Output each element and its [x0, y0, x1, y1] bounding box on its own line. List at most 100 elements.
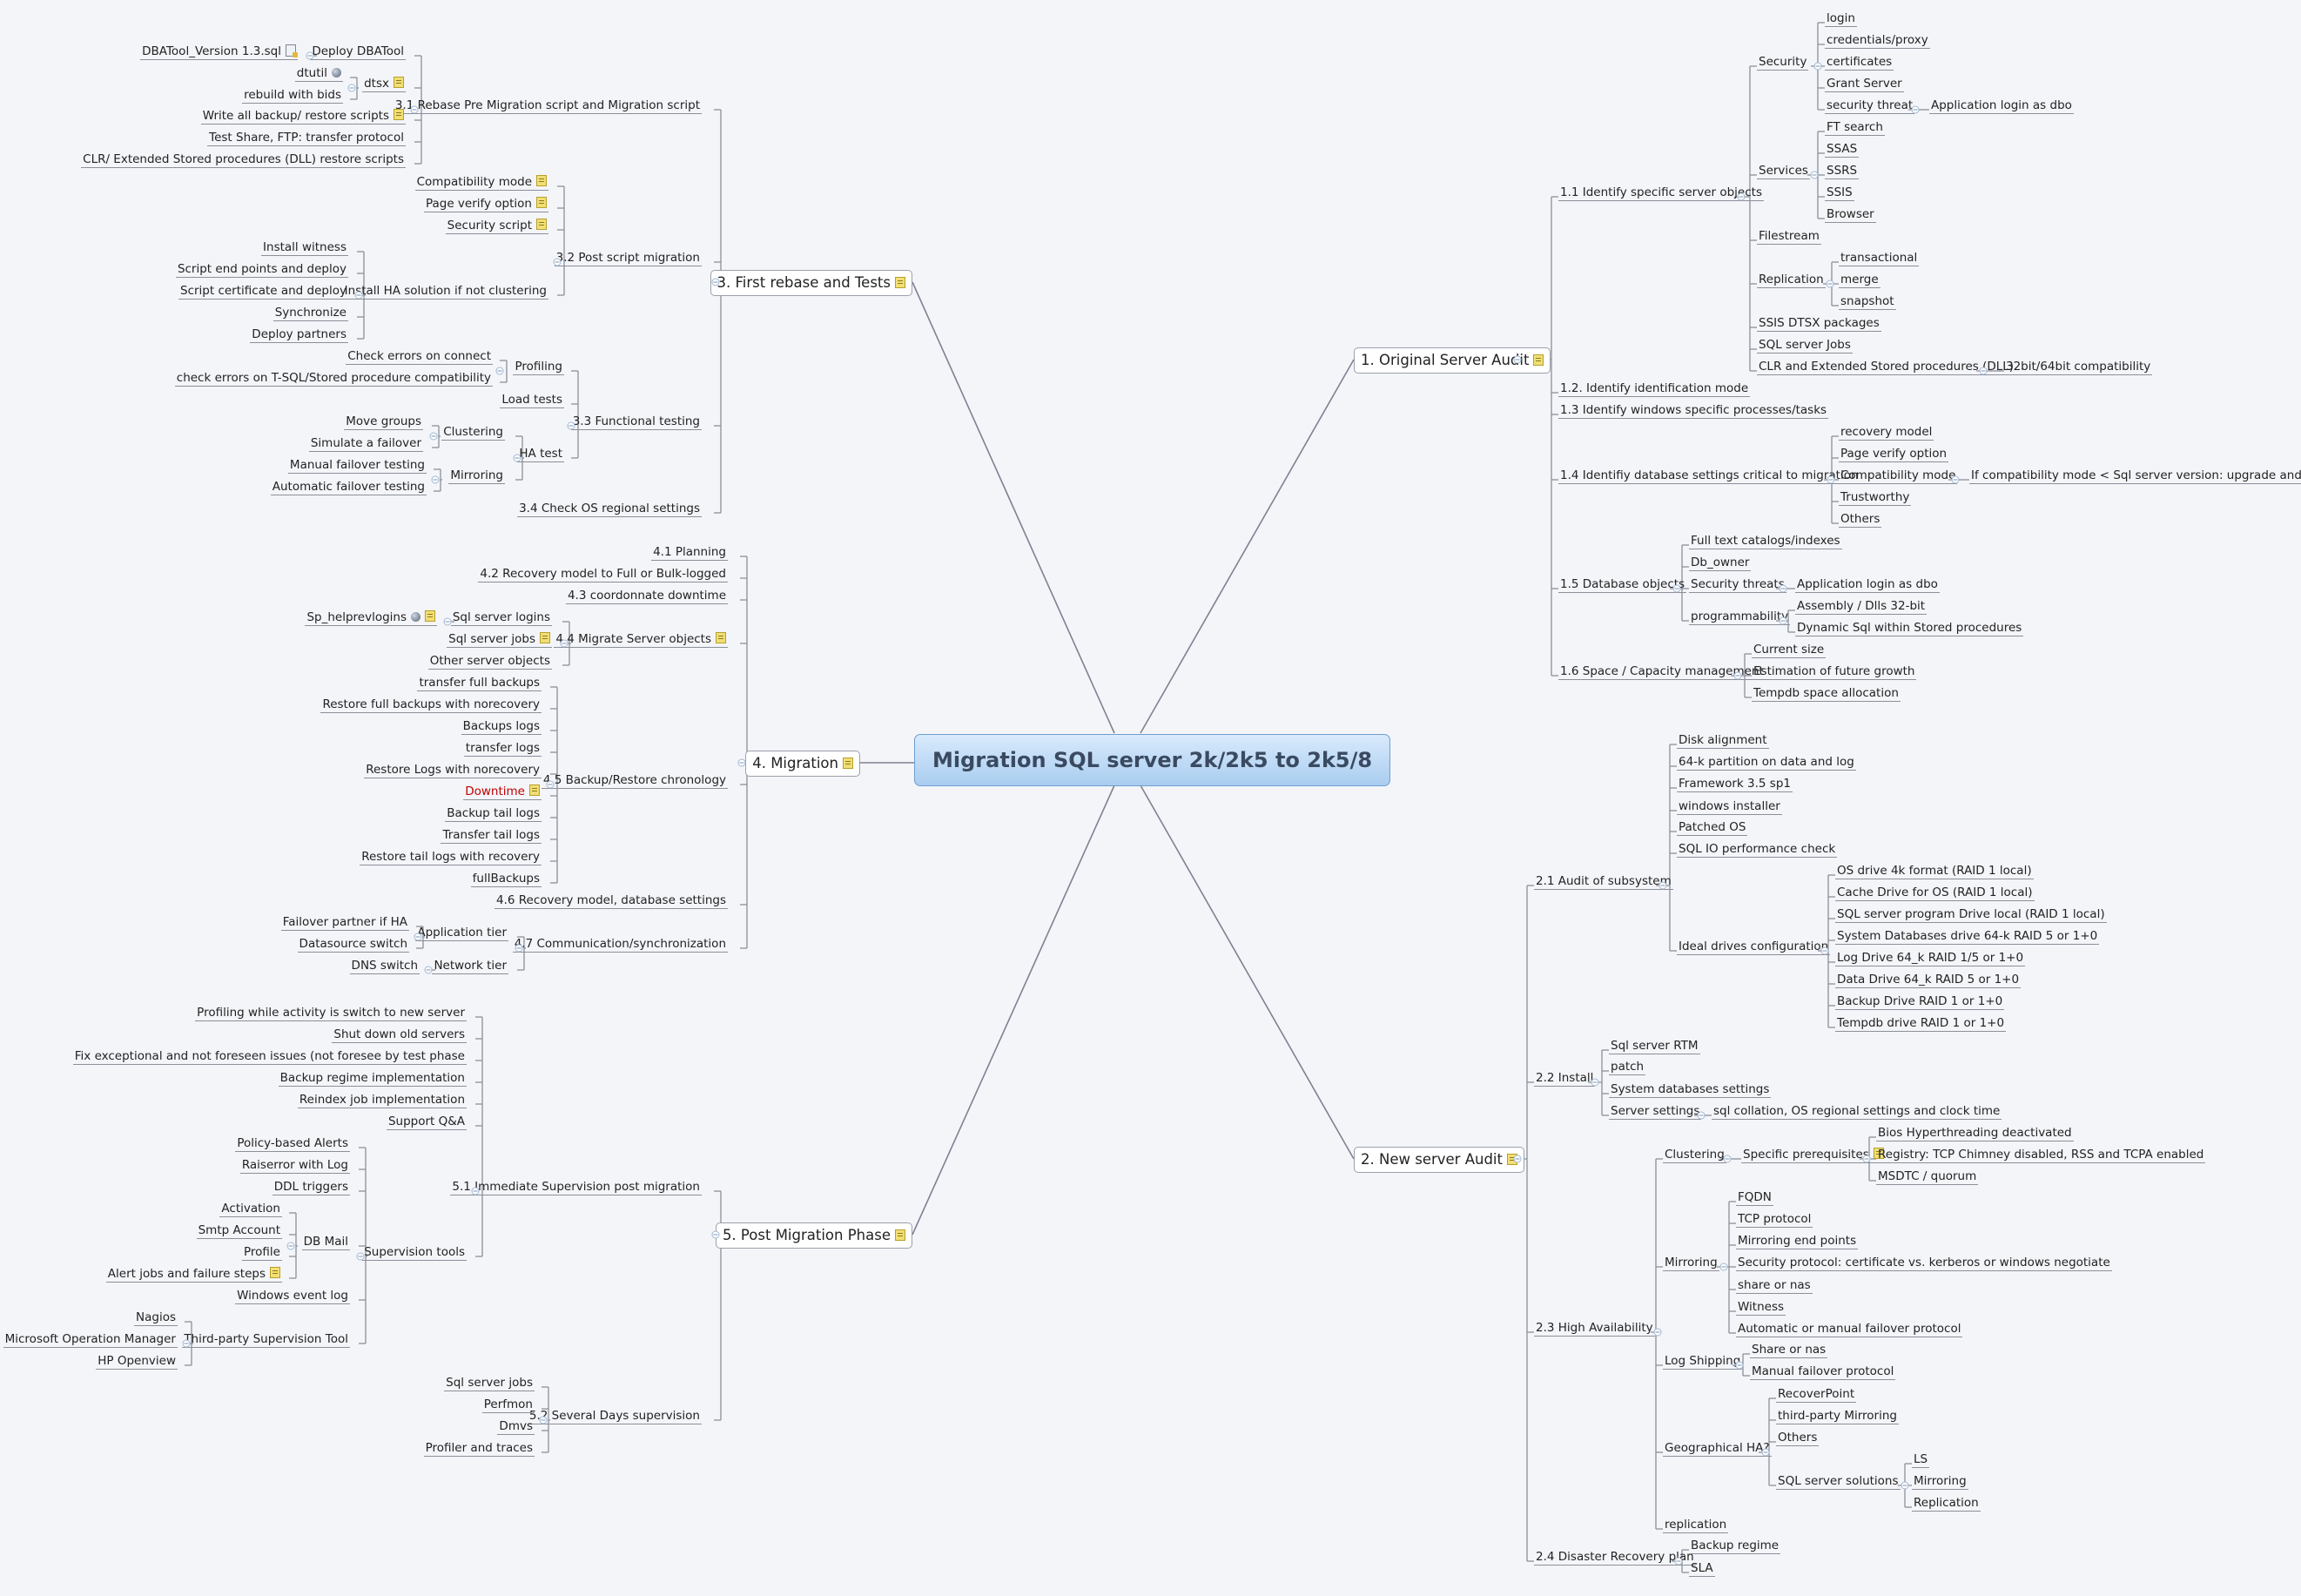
service-item[interactable]: FT search: [1825, 120, 1885, 136]
geo-ha-item[interactable]: Others: [1776, 1431, 1820, 1446]
application-tier[interactable]: Application tier: [415, 926, 508, 941]
prerequisite-item[interactable]: MSDTC / quorum: [1876, 1169, 1979, 1185]
security-item[interactable]: certificates: [1825, 55, 1894, 71]
ssis-dtsx-packages[interactable]: SSIS DTSX packages: [1757, 316, 1881, 332]
topic-3-3[interactable]: 3.3 Functional testing: [570, 414, 702, 430]
third-party-supervision-tool[interactable]: Third-party Supervision Tool: [182, 1332, 350, 1348]
chronology-step[interactable]: Transfer tail logs: [441, 828, 542, 844]
dtutil[interactable]: dtutil: [294, 66, 343, 82]
subsystem-item[interactable]: Framework 3.5 sp1: [1677, 777, 1793, 792]
sql-solution-item[interactable]: LS: [1912, 1452, 1930, 1468]
topic-4-6[interactable]: 4.6 Recovery model, database settings: [495, 893, 728, 909]
collapse-toggle[interactable]: [347, 84, 356, 92]
supervision-tool-item[interactable]: Policy-based Alerts: [235, 1136, 350, 1152]
security[interactable]: Security: [1757, 55, 1809, 71]
collapse-toggle[interactable]: [1719, 1263, 1728, 1271]
ideal-drives-configuration[interactable]: Ideal drives configuration: [1677, 939, 1831, 955]
ha-install-item[interactable]: Install witness: [261, 240, 348, 256]
branch-migration[interactable]: 4. Migration: [745, 751, 860, 777]
ha-install-item[interactable]: Synchronize: [272, 306, 348, 321]
collapse-toggle[interactable]: [539, 1416, 548, 1424]
collapse-toggle[interactable]: [1723, 1155, 1732, 1163]
several-days-item[interactable]: Profiler and traces: [423, 1441, 535, 1457]
install-item[interactable]: System databases settings: [1609, 1082, 1772, 1098]
collapse-toggle[interactable]: [1733, 671, 1742, 680]
chronology-step[interactable]: Restore tail logs with recovery: [360, 850, 542, 865]
filestream[interactable]: Filestream: [1757, 229, 1821, 245]
collapse-toggle[interactable]: [1761, 1448, 1770, 1457]
geo-ha-item[interactable]: SQL server solutions: [1776, 1474, 1901, 1490]
mirroring-item[interactable]: Witness: [1736, 1300, 1786, 1316]
collapse-toggle[interactable]: [431, 475, 440, 484]
collapse-toggle[interactable]: [429, 432, 438, 441]
deploy-dbatool[interactable]: Deploy DBATool: [310, 44, 406, 60]
db-mail[interactable]: DB Mail: [301, 1235, 350, 1250]
sp-helprevlogins[interactable]: Sp_helprevlogins: [305, 610, 437, 626]
subsystem-item[interactable]: Patched OS: [1677, 820, 1748, 836]
downtime[interactable]: Downtime: [463, 785, 542, 800]
db-object-item[interactable]: programmability: [1689, 609, 1791, 625]
collapse-toggle[interactable]: [414, 933, 422, 941]
topic-1-3[interactable]: 1.3 Identify windows specific processes/…: [1558, 403, 1829, 419]
collapse-toggle[interactable]: [1810, 171, 1819, 179]
db-setting-item[interactable]: Others: [1839, 512, 1882, 528]
topic-4-7[interactable]: 4.7 Communication/synchronization: [512, 937, 728, 953]
capacity-item[interactable]: Tempdb space allocation: [1752, 686, 1901, 702]
disaster-recovery-item[interactable]: Backup regime: [1689, 1539, 1781, 1554]
db-object-item[interactable]: Security threats: [1689, 577, 1786, 593]
collapse-toggle[interactable]: [1779, 616, 1787, 625]
rebase-item[interactable]: Write all backup/ restore scripts: [200, 109, 406, 125]
topic-4-2[interactable]: 4.2 Recovery model to Full or Bulk-logge…: [478, 567, 728, 583]
chronology-step[interactable]: transfer logs: [463, 741, 542, 757]
collapse-toggle[interactable]: [567, 421, 575, 430]
replication-item[interactable]: merge: [1839, 273, 1880, 288]
subsystem-item[interactable]: 64-k partition on data and log: [1677, 755, 1856, 771]
ha-install-item[interactable]: Deploy partners: [250, 327, 348, 343]
sql-solution-item[interactable]: Mirroring: [1912, 1474, 1968, 1490]
mirroring-item[interactable]: Automatic or manual failover protocol: [1736, 1322, 1963, 1337]
topic-5-2[interactable]: 5.2 Several Days supervision: [527, 1409, 702, 1424]
windows-event-log[interactable]: Windows event log: [235, 1289, 350, 1304]
collapse-toggle[interactable]: [443, 617, 452, 626]
security-threat-detail[interactable]: Application login as dbo: [1929, 98, 2074, 114]
post-script-item[interactable]: Security script: [445, 219, 548, 234]
sql-server-jobs[interactable]: Sql server jobs: [447, 632, 552, 648]
programmability-item[interactable]: Assembly / Dlls 32-bit: [1795, 599, 1928, 615]
topic-4-3[interactable]: 4.3 coordonnate downtime: [565, 589, 728, 604]
db-object-item[interactable]: Db_owner: [1689, 556, 1752, 571]
security-item[interactable]: login: [1825, 11, 1857, 27]
install-ha-solution[interactable]: Install HA solution if not clustering: [342, 284, 548, 300]
profiling-item[interactable]: check errors on T-SQL/Stored procedure c…: [174, 371, 493, 387]
service-item[interactable]: SSIS: [1825, 185, 1854, 201]
collapse-toggle[interactable]: [286, 1242, 295, 1250]
branch-new-server-audit[interactable]: 2. New server Audit: [1354, 1147, 1524, 1173]
prerequisite-item[interactable]: Registry: TCP Chimney disabled, RSS and …: [1876, 1148, 2206, 1163]
supervision-tools[interactable]: Supervision tools: [362, 1245, 467, 1261]
db-setting-item[interactable]: Compatibility mode: [1839, 468, 1958, 484]
collapse-toggle[interactable]: [737, 758, 746, 767]
db-setting-item[interactable]: Trustworthy: [1839, 490, 1912, 506]
capacity-item[interactable]: Estimation of future growth: [1752, 664, 1917, 680]
replication[interactable]: Replication: [1757, 273, 1826, 288]
immediate-supervision-item[interactable]: Profiling while activity is switch to ne…: [195, 1006, 467, 1021]
collapse-toggle[interactable]: [1737, 192, 1746, 201]
post-script-item[interactable]: Page verify option: [423, 197, 548, 212]
collapse-toggle[interactable]: [711, 278, 720, 286]
collapse-toggle[interactable]: [1813, 62, 1822, 71]
branch-original-server-audit[interactable]: 1. Original Server Audit: [1354, 347, 1551, 374]
service-item[interactable]: SSAS: [1825, 142, 1860, 158]
chronology-step[interactable]: fullBackups: [470, 872, 542, 887]
topic-1-5[interactable]: 1.5 Database objects: [1558, 577, 1687, 593]
chronology-step[interactable]: Backups logs: [461, 719, 542, 735]
topic-1-1[interactable]: 1.1 Identify specific server objects: [1558, 185, 1764, 201]
load-tests[interactable]: Load tests: [500, 393, 564, 408]
collapse-toggle[interactable]: [1827, 475, 1835, 484]
clustering-test-item[interactable]: Move groups: [344, 414, 423, 430]
subsystem-item[interactable]: Disk alignment: [1677, 733, 1769, 749]
topic-4-4[interactable]: 4.4 Migrate Server objects: [554, 632, 728, 648]
subsystem-item[interactable]: windows installer: [1677, 799, 1782, 815]
security-item[interactable]: credentials/proxy: [1825, 33, 1930, 49]
collapse-toggle[interactable]: [711, 1230, 720, 1239]
several-days-item[interactable]: Perfmon: [481, 1397, 535, 1413]
profiling-item[interactable]: Check errors on connect: [346, 349, 493, 365]
